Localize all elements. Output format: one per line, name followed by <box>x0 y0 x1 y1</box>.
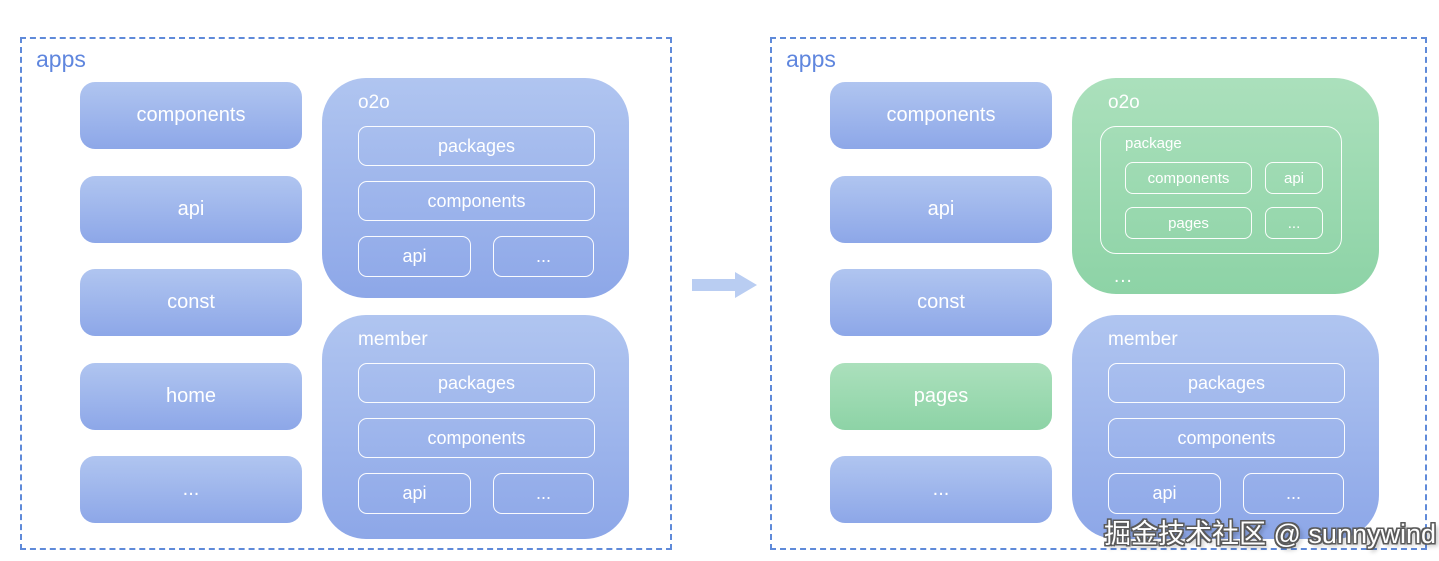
box-pages: pages <box>1125 207 1252 239</box>
group-o2o: o2o package components api pages...... <box>1072 78 1379 294</box>
box-components: components <box>1108 418 1345 458</box>
box-const: const <box>830 269 1052 336</box>
box-packages: packages <box>358 126 595 166</box>
group-title-member: member <box>1108 329 1178 350</box>
box-components: components <box>1125 162 1252 194</box>
package-row: pages... <box>1125 207 1323 239</box>
box-more: ... <box>493 473 594 514</box>
box-api: api <box>358 236 471 277</box>
box-row: api... <box>358 236 595 277</box>
box-components: components <box>80 82 302 149</box>
groups-before: o2o packages components api... member package… <box>322 78 629 539</box>
box-more: ... <box>80 456 302 523</box>
group-member: member packages components api... <box>322 315 629 539</box>
column-after: components api const pages... <box>830 82 1052 523</box>
box-more: ... <box>493 236 594 277</box>
panel-title-after: apps <box>786 46 836 72</box>
column-before: components api const home... <box>80 82 302 523</box>
package-container: package components api pages... <box>1100 126 1342 254</box>
box-api: api <box>358 473 471 514</box>
box-components: components <box>358 418 595 458</box>
package-row: components api <box>1125 162 1323 194</box>
box-packages: packages <box>358 363 595 403</box>
box-pages: pages <box>830 362 1052 430</box>
box-components: components <box>830 82 1052 149</box>
panel-after: apps components api const pages... o2o package… <box>770 37 1427 550</box>
group-o2o: o2o packages components api... <box>322 78 629 298</box>
panel-title-before: apps <box>36 46 86 72</box>
group-member: member packages components api... <box>1072 315 1379 539</box>
box-api: api <box>1108 473 1221 514</box>
box-const: const <box>80 269 302 336</box>
box-packages: packages <box>1108 363 1345 403</box>
box-more: ... <box>1265 207 1323 239</box>
panel-before: apps components api const home... o2o packages… <box>20 37 672 550</box>
box-components: components <box>358 181 595 221</box>
group-title-member: member <box>358 329 428 350</box>
box-row: api... <box>358 473 595 514</box>
group-title-o2o: o2o <box>358 92 390 113</box>
box-api: api <box>1265 162 1323 194</box>
box-api: api <box>830 175 1052 243</box>
box-more: ... <box>830 456 1052 523</box>
right-arrow-icon <box>692 272 757 298</box>
ellipsis-label: ... <box>1114 266 1133 287</box>
watermark: 掘金技术社区 @ sunnywind <box>1104 519 1436 549</box>
package-title: package <box>1125 135 1182 152</box>
box-home: home <box>80 362 302 430</box>
box-more: ... <box>1243 473 1344 514</box>
box-api: api <box>80 175 302 243</box>
box-row: api... <box>1108 473 1345 514</box>
group-title-o2o: o2o <box>1108 92 1140 113</box>
